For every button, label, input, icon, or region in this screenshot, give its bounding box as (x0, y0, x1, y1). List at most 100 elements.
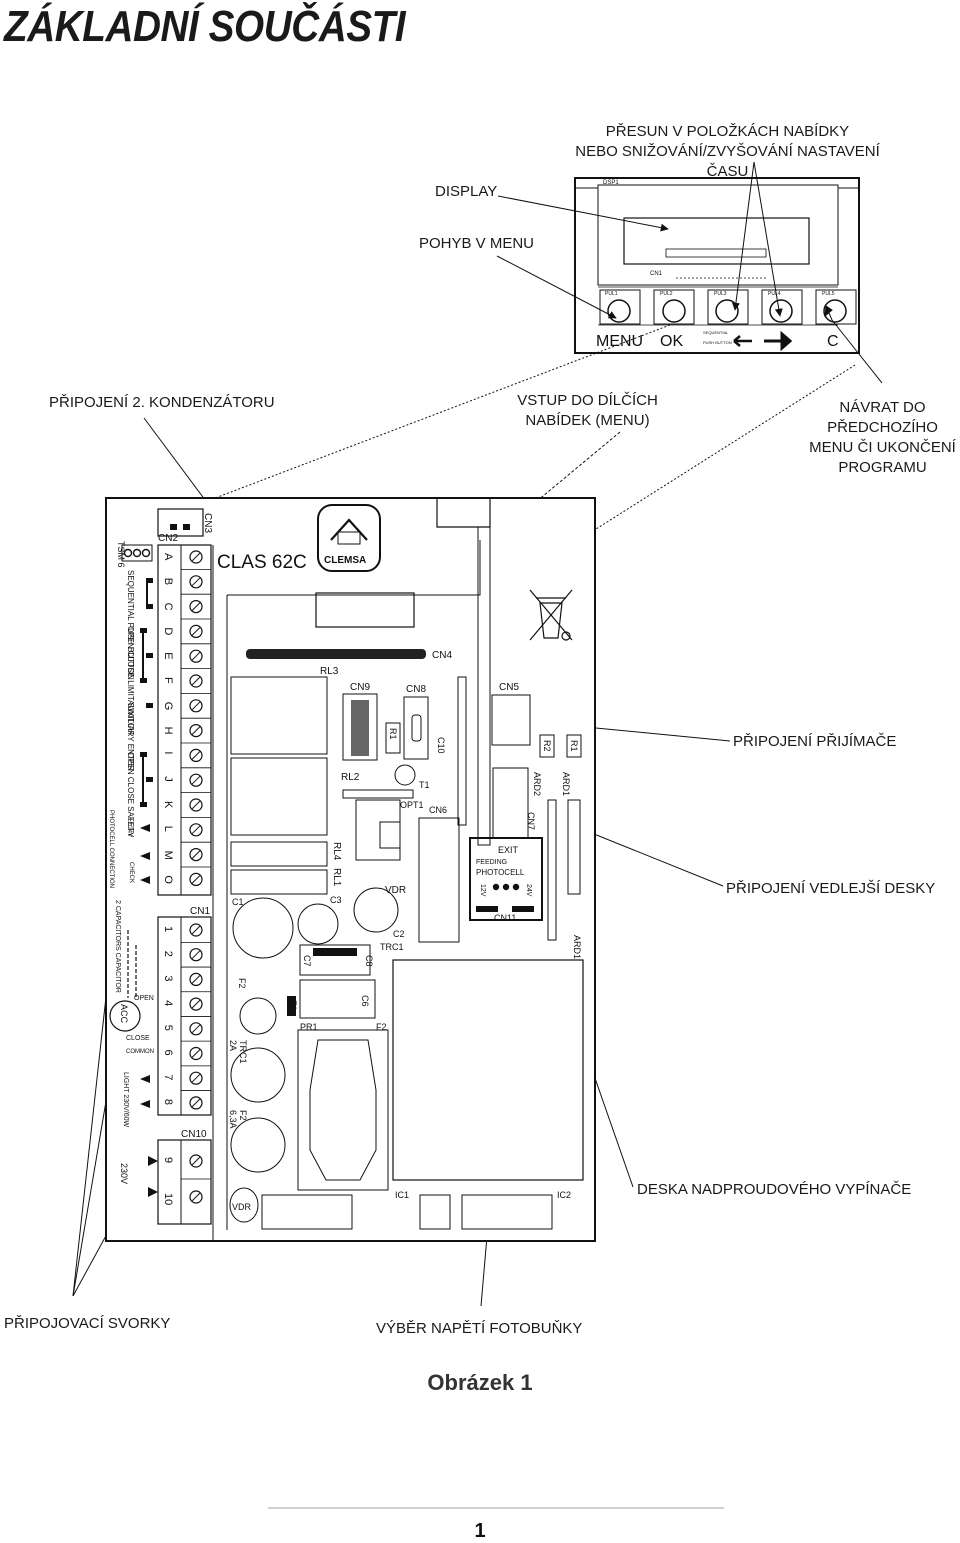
sequential-caption: SEQUENTIAL (703, 330, 729, 335)
side-label-photocell: PHOTOCELL CONNECTION (108, 810, 114, 888)
trf1-label: ARD1 (572, 935, 582, 959)
push-button-caption: PUSH BUTTON (703, 340, 732, 345)
label-line: PŘESUN V POLOŽKÁCH NABÍDKY (605, 123, 850, 140)
terminal-screw-icon (189, 972, 203, 987)
terminal-label: K (162, 801, 174, 809)
r1b-label: R1 (569, 740, 579, 752)
label-line: PŘEDCHOZÍHO (827, 419, 938, 436)
terminal-label: 9 (162, 1157, 174, 1163)
terminal-label: 6 (162, 1050, 174, 1056)
r2-label: R2 (542, 740, 552, 752)
screw-slot (191, 850, 201, 859)
terminal-screw-icon (189, 948, 203, 962)
photocell-label: PHOTOCELL (476, 868, 525, 877)
display-screen (623, 217, 810, 265)
label-submenu: VSTUP DO DÍLČÍCH NABÍDEK (MENU) (505, 391, 670, 431)
c-caption: C (827, 333, 839, 350)
f1-label: F2 (238, 1110, 248, 1121)
button-pul2[interactable]: PUL2 (653, 289, 695, 325)
button-pul1[interactable]: PUL1 (599, 289, 641, 325)
terminal-label: 3 (162, 975, 174, 981)
screw-slot (191, 1024, 201, 1034)
opt1-label: OPT1 (400, 800, 424, 810)
terminal-screw-icon (189, 1154, 203, 1168)
feeding-label: FEEDING (476, 859, 507, 866)
side-label-capacitors: 2 CAPACITORS CAPACITOR (114, 900, 121, 993)
screw-slot (191, 627, 201, 636)
menu-caption: MENU (596, 333, 643, 350)
terminal-screw-icon (189, 997, 203, 1011)
side-label-auxiliary: AUXILIARY ENTER (126, 700, 135, 771)
c8-label: C10 (436, 737, 446, 754)
label-line: VSTUP DO DÍLČÍCH (517, 392, 658, 409)
rl3-label: RL3 (320, 666, 339, 677)
button-code: PUL4 (768, 291, 781, 297)
terminal-screw-icon (189, 923, 203, 937)
screw-slot (191, 875, 201, 884)
tsm-label: TSM 6 (116, 541, 126, 568)
terminal-screw-icon (189, 575, 203, 589)
button-pul3[interactable]: PUL3 (707, 289, 749, 325)
screw-slot (191, 701, 201, 711)
label-line: NÁVRAT DO (839, 399, 926, 416)
button-pul4[interactable]: PUL4 (761, 289, 803, 325)
terminal-label: 10 (162, 1193, 174, 1205)
cn5-label: CN5 (499, 682, 519, 693)
side-label-limit: OPEN CLOSE LIMIT SWITCH (126, 626, 135, 735)
label-return: NÁVRAT DO PŘEDCHOZÍHO MENU ČI UKONČENÍ P… (805, 398, 960, 478)
screw-slot (191, 1049, 201, 1058)
screw-slot (191, 751, 201, 760)
waste-bin-icon (529, 589, 573, 641)
label-secondary-board: PŘIPOJENÍ VEDLEJŠÍ DESKY (726, 880, 936, 897)
figure-caption: Obrázek 1 (427, 1370, 533, 1395)
trc1-label: VDR (385, 885, 406, 896)
button-code: PUL1 (605, 291, 618, 297)
label-line: NABÍDEK (MENU) (525, 412, 650, 429)
terminal-label: L (162, 826, 174, 832)
screw-slot (191, 1192, 201, 1202)
terminal-label: O (162, 875, 174, 884)
screw-slot (191, 950, 201, 960)
cn1-board-label: CN1 (190, 906, 210, 917)
screw-slot (191, 975, 201, 984)
terminal-label: M (162, 851, 174, 860)
vdr-label: VDR (232, 1202, 252, 1212)
terminal-screw-icon (189, 798, 203, 812)
f2-label: TRC1 (238, 1040, 248, 1064)
terminal-label: I (162, 751, 174, 754)
dsp1-label: DSP1 (603, 180, 619, 186)
screw-slot (191, 1156, 201, 1166)
l1-label: F2 (376, 1022, 387, 1032)
rl2-label: RL2 (341, 772, 360, 783)
c6-label: C7 (302, 955, 312, 967)
label-menu-move: POHYB V MENU (419, 235, 535, 252)
c10-label: IC2 (557, 1190, 571, 1200)
terminal-screw-icon (189, 1046, 203, 1061)
pr1-label: F2 (237, 978, 247, 989)
cn11-label: CN11 (494, 913, 516, 923)
terminal-screw-icon (189, 1071, 203, 1085)
terminal-label: C (162, 603, 174, 611)
screw-slot (191, 1098, 201, 1108)
terminal-screw-icon (189, 550, 203, 564)
terminal-screw-icon (189, 674, 203, 688)
terminal-screw-icon (189, 624, 203, 639)
terminal-label: J (162, 776, 174, 782)
c3-label: C3 (330, 895, 342, 905)
side-label-light: LIGHT 230V/60W (122, 1072, 129, 1128)
terminal-label: H (162, 727, 174, 735)
terminal-label: 4 (162, 1000, 174, 1006)
terminal-screw-icon (189, 847, 203, 862)
rl4-label: RL4 (331, 842, 342, 861)
terminal-screw-icon (189, 699, 203, 713)
cn8-label: CN7 (526, 812, 536, 830)
24v-label: 24V (525, 884, 532, 897)
c5-label: C6 (360, 995, 370, 1007)
button-pul5[interactable]: PUL5 (815, 289, 857, 325)
arrow-right-icon (764, 330, 793, 352)
t1-label: T1 (419, 780, 430, 790)
cn1-label: CN1 (650, 271, 663, 277)
label-move-menu-items: PŘESUN V POLOŽKÁCH NABÍDKY NEBO SNIŽOVÁN… (555, 122, 900, 182)
terminal-label: F (162, 677, 174, 684)
